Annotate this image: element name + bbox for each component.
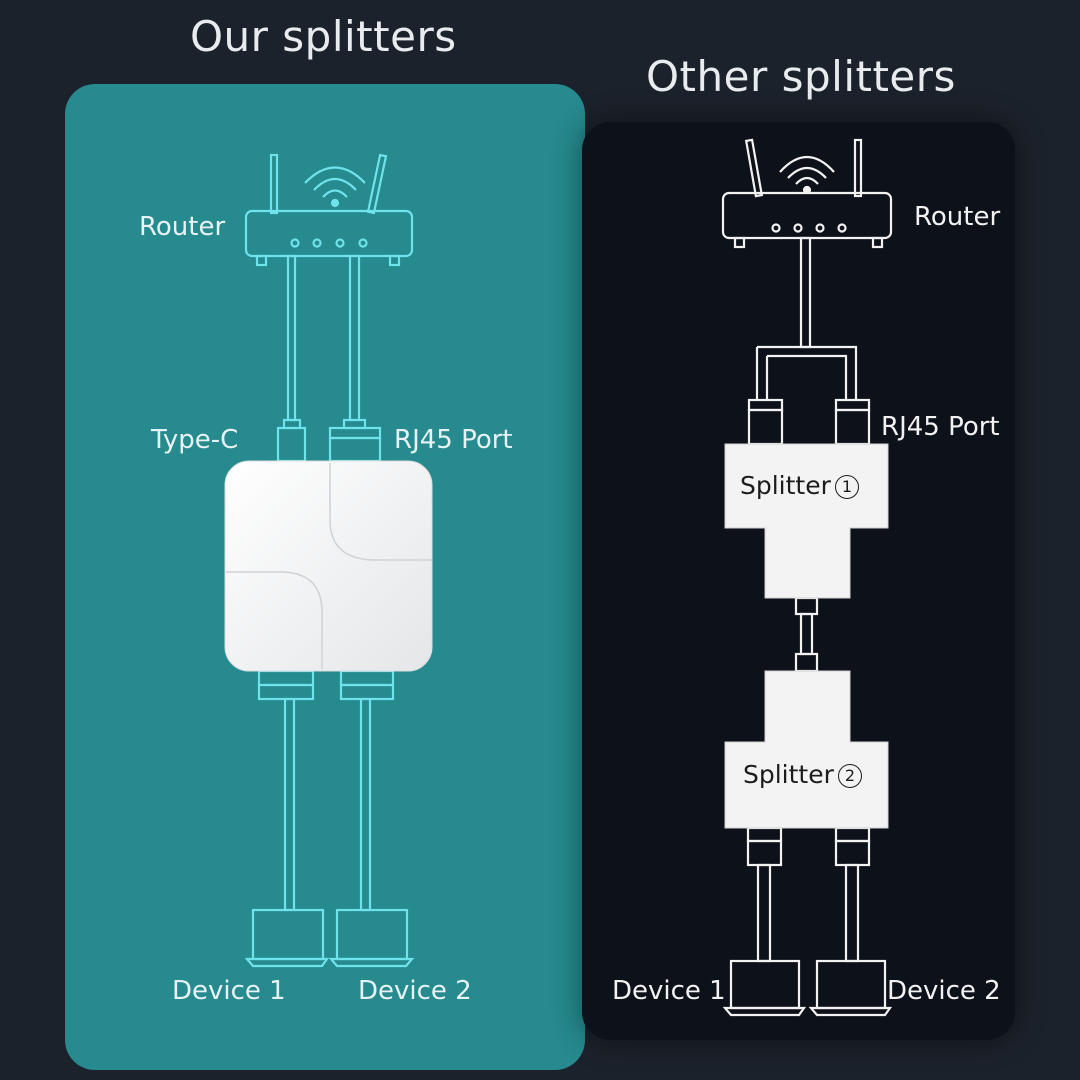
other-router-cable xyxy=(747,236,871,446)
other-device2-icon xyxy=(808,959,893,1017)
our-device1-label: Device 1 xyxy=(172,976,286,1006)
our-device2-cable xyxy=(339,669,395,912)
other-splitters-heading: Other splitters xyxy=(646,52,956,101)
other-device1-icon xyxy=(722,959,807,1017)
our-wifi-icon xyxy=(304,166,366,198)
our-rj45-cable xyxy=(328,254,382,463)
other-device-cables xyxy=(746,826,871,963)
other-device2-label: Device 2 xyxy=(887,976,1001,1006)
our-typec-cable xyxy=(276,254,307,463)
other-wifi-icon xyxy=(779,156,835,185)
our-splitter-adapter xyxy=(224,460,433,672)
splitter-1-text: Splitter xyxy=(740,471,831,500)
other-splitter-2-body xyxy=(724,670,889,829)
splitter-2-text: Splitter xyxy=(743,760,834,789)
other-chain-cable xyxy=(794,596,819,673)
splitter-1-number: 1 xyxy=(834,475,859,499)
our-device1-icon xyxy=(244,908,330,968)
other-splitter-1-body xyxy=(724,443,889,599)
our-device2-label: Device 2 xyxy=(358,976,472,1006)
splitter-2-number: 2 xyxy=(837,764,862,788)
our-device1-cable xyxy=(257,669,315,912)
our-router-icon xyxy=(244,153,414,267)
other-device1-label: Device 1 xyxy=(612,976,726,1006)
our-typec-label: Type-C xyxy=(151,425,239,455)
other-rj45-label: RJ45 Port xyxy=(881,412,1000,442)
our-device2-icon xyxy=(328,908,415,968)
our-rj45-label: RJ45 Port xyxy=(394,425,513,455)
other-router-label: Router xyxy=(914,202,1001,232)
our-splitters-heading: Our splitters xyxy=(190,12,457,61)
our-router-label: Router xyxy=(139,212,226,242)
